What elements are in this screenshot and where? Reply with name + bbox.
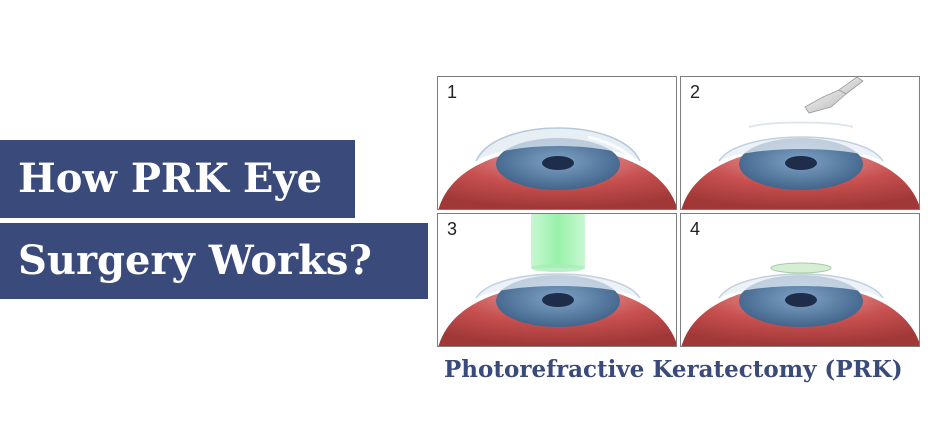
step-number: 1: [447, 82, 458, 102]
step-panel-3: 3: [437, 213, 677, 347]
step-number: 4: [690, 219, 701, 239]
step-panel-1: 1: [437, 76, 677, 210]
title-line-2: Surgery Works?: [18, 237, 372, 284]
eye-illustration-step-4: [681, 262, 919, 346]
title-line-1: How PRK Eye: [18, 155, 323, 202]
bandage-lens-icon: [770, 262, 832, 274]
title-banner-line-1: How PRK Eye: [0, 140, 355, 218]
eye-illustration-step-1: [438, 127, 676, 209]
laser-beam-icon: [531, 214, 585, 268]
diagram-caption: Photorefractive Keratectomy (PRK): [444, 356, 903, 383]
step-panel-2: 2: [680, 76, 920, 210]
surgical-brush-icon: [804, 77, 864, 114]
step-number: 3: [447, 219, 458, 239]
step-panel-4: 4: [680, 213, 920, 347]
eye-illustration-step-3: [438, 214, 676, 346]
title-banner-line-2: Surgery Works?: [0, 223, 428, 299]
step-number: 2: [690, 82, 701, 102]
eye-illustration-step-2: [681, 77, 919, 209]
